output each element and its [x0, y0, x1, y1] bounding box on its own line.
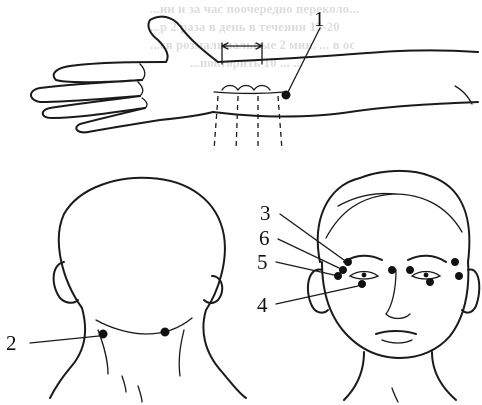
leader-line: [288, 28, 320, 92]
label-point-2: 2: [6, 331, 17, 355]
label-point-1: 1: [314, 7, 325, 31]
acupoint-marker: [455, 272, 463, 280]
acupoint-marker: [344, 258, 352, 266]
leader-line: [278, 239, 339, 268]
label-point-4: 4: [257, 293, 268, 317]
acupoint-marker: [99, 330, 108, 339]
acupoint-marker: [451, 258, 459, 266]
acupoint-marker: [358, 280, 366, 288]
leader-line: [276, 286, 358, 304]
acupoint-marker: [426, 278, 434, 286]
leader-line: [276, 262, 334, 275]
acupoint-marker: [161, 328, 170, 337]
acupoint-marker: [406, 266, 414, 274]
hand-and-forearm-drawing: [31, 17, 478, 150]
label-point-6: 6: [259, 226, 270, 250]
back-of-head-drawing: [30, 178, 246, 402]
front-face-drawing: [276, 171, 479, 402]
acupoint-marker: [282, 91, 291, 100]
label-point-3: 3: [260, 201, 271, 225]
leader-line: [30, 336, 99, 343]
acupoint-marker: [388, 266, 396, 274]
acupoint-marker: [334, 272, 342, 280]
label-point-5: 5: [257, 250, 268, 274]
leader-line: [280, 214, 344, 260]
